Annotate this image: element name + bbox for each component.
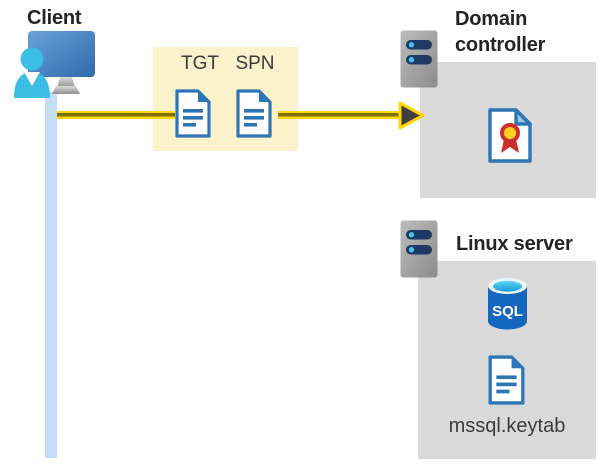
monitor-stand-base xyxy=(52,86,80,94)
client-label: Client xyxy=(27,7,82,29)
spn-label: SPN xyxy=(235,53,275,74)
keytab-filename-label: mssql.keytab xyxy=(448,415,566,437)
auth-arrow-shaft-right xyxy=(278,111,400,119)
keytab-document-icon xyxy=(488,355,525,405)
monitor-screen xyxy=(28,31,95,77)
linux-server-label: Linux server xyxy=(456,233,573,255)
monitor-stand-neck xyxy=(57,77,75,88)
auth-arrow-shaft-left xyxy=(57,111,175,119)
sql-database-icon: SQL xyxy=(488,278,527,330)
client-computer-icon xyxy=(14,31,95,98)
certificate-icon xyxy=(488,108,532,163)
client-lifeline xyxy=(45,92,57,458)
tgt-document-icon xyxy=(175,89,211,138)
sql-icon-text: SQL xyxy=(492,303,523,320)
domain-controller-label: Domain controller xyxy=(455,8,546,56)
person-icon xyxy=(14,47,50,98)
linux-server-icon xyxy=(400,220,438,278)
tgt-label: TGT xyxy=(181,53,219,74)
domain-controller-server-icon xyxy=(400,30,438,88)
spn-document-icon xyxy=(236,89,272,138)
auth-arrow-head-icon xyxy=(398,101,425,130)
